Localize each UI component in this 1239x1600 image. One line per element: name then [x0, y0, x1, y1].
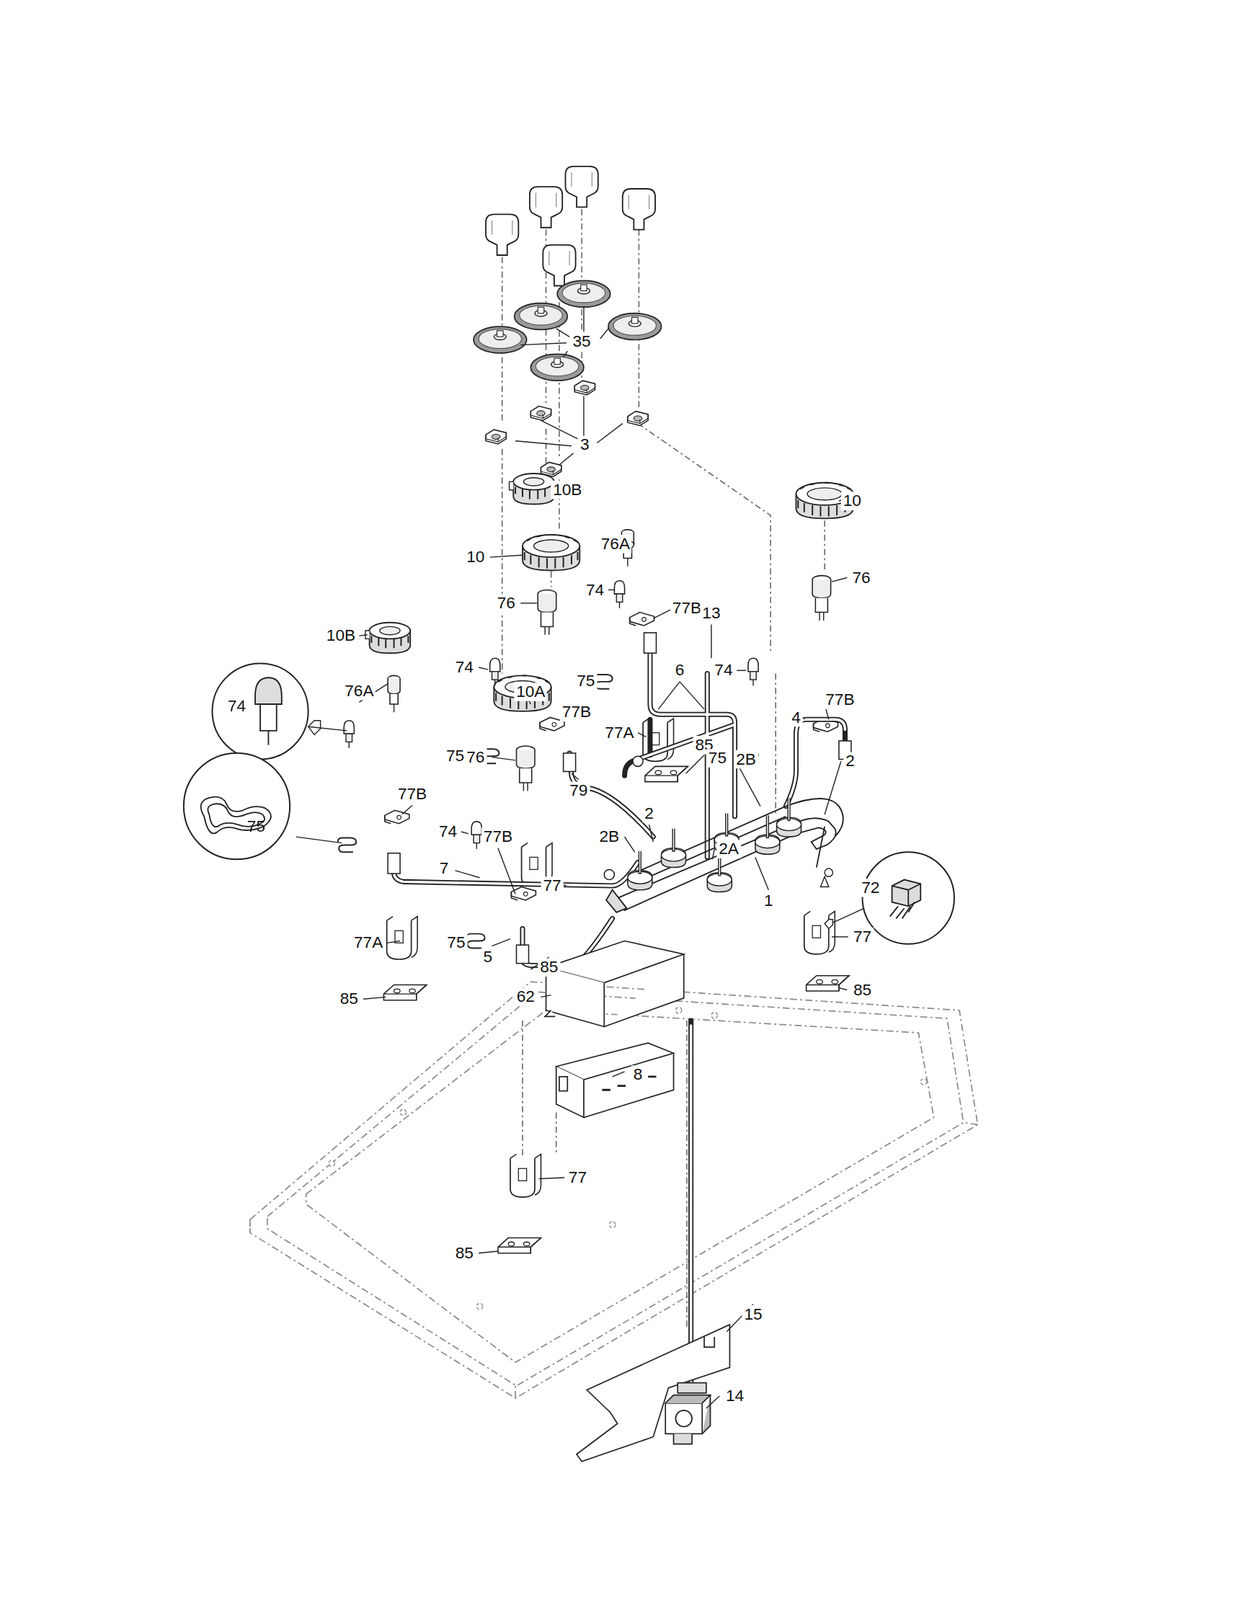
callout-number: 76A [598, 534, 633, 553]
callout-number: 77 [566, 1168, 589, 1187]
callout-number: 79 [567, 782, 590, 801]
callout-number: 2 [642, 804, 656, 823]
callout-number: 2B [733, 750, 758, 769]
callout-number: 5 [481, 947, 495, 966]
callout-number: 77B [670, 598, 704, 617]
callout-number: 74 [453, 658, 476, 677]
callout-number: 77A [351, 934, 385, 953]
callout-number: 77B [560, 703, 594, 722]
callout-number: 77B [395, 784, 429, 803]
callout-number: 62 [514, 988, 537, 1007]
callout-number: 77A [603, 723, 637, 742]
callout-number: 77 [541, 876, 564, 895]
callout-number: 85 [537, 958, 561, 977]
callout-number: 85 [851, 980, 874, 999]
callout-number: 75 [574, 671, 597, 690]
callout-number: 75 [445, 934, 468, 953]
callout-number: 75 [443, 746, 467, 765]
callout-number: 74 [436, 822, 460, 841]
callout-number: 76 [464, 748, 487, 767]
callout-number: 76A [342, 681, 376, 700]
callout-number: 76 [850, 568, 873, 587]
callout-number: 72 [859, 878, 882, 897]
callout-number: 2A [716, 839, 741, 858]
callout-number: 76 [495, 593, 518, 612]
callout-number: 10B [550, 480, 584, 499]
callout-number: 1 [761, 892, 775, 911]
callout-number: 10 [841, 492, 864, 511]
callout-number: 10A [513, 682, 548, 701]
callout-number: 74 [225, 696, 248, 716]
callout-number: 77B [481, 827, 515, 846]
callout-number: 13 [700, 604, 723, 623]
callout-number: 4 [789, 708, 803, 727]
callout-number: 7 [437, 859, 451, 878]
callout-number: 77B [823, 691, 857, 710]
callout-number: 74 [712, 661, 735, 680]
callout-number: 8 [631, 1065, 645, 1084]
callout-number: 2B [597, 827, 622, 846]
callout-number: 6 [673, 661, 687, 680]
callout-number: 15 [742, 1305, 765, 1324]
callout-number: 85 [338, 990, 361, 1009]
callout-number: 10 [464, 547, 487, 566]
callout-number: 10B [324, 626, 358, 645]
callout-number: 74 [583, 580, 607, 599]
callout-number: 75 [245, 817, 268, 836]
callout-number: 35 [570, 332, 594, 352]
callout-number: 2 [843, 752, 857, 771]
callout-number: 3 [578, 436, 592, 455]
callout-number: 85 [453, 1244, 476, 1263]
callout-number: 14 [723, 1386, 746, 1405]
callout-number: 77 [851, 927, 874, 946]
callout-number: 75 [706, 748, 729, 767]
